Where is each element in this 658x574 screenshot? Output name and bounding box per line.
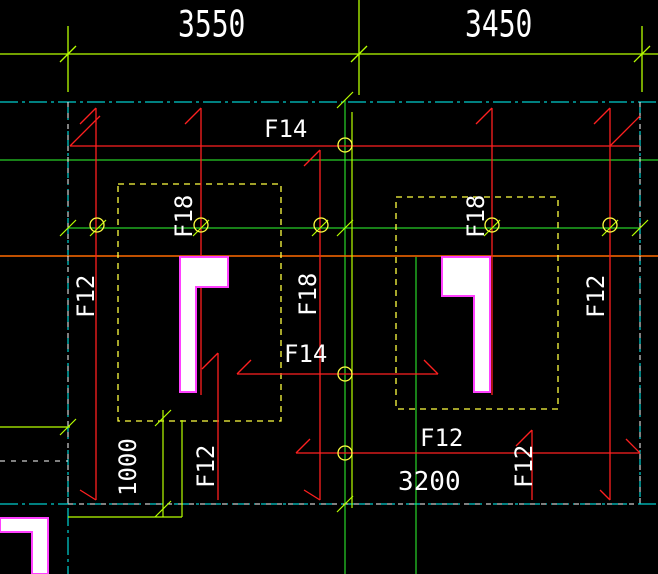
label-f14-top: F14 bbox=[264, 115, 307, 143]
label-f18-right: F18 bbox=[462, 195, 490, 238]
axis-ticks bbox=[59, 91, 649, 513]
label-f12-bottom-left: F12 bbox=[192, 445, 220, 488]
dim-1000-line bbox=[0, 409, 183, 518]
column-right bbox=[441, 256, 491, 393]
opening-box-right bbox=[395, 196, 559, 410]
label-f18-left: F18 bbox=[170, 195, 198, 238]
label-f12-right: F12 bbox=[582, 275, 610, 318]
column-left bbox=[179, 256, 229, 393]
top-dimension-line bbox=[0, 0, 658, 95]
grid-lines bbox=[0, 100, 658, 574]
label-f18-center: F18 bbox=[294, 273, 322, 316]
dim-3450: 3450 bbox=[465, 3, 532, 46]
label-f14-mid: F14 bbox=[284, 340, 327, 368]
label-f12-bottom-mid: F12 bbox=[420, 424, 463, 452]
rebar-lines bbox=[69, 107, 641, 501]
dim-3550: 3550 bbox=[178, 3, 245, 46]
rebar-section-circles bbox=[89, 137, 618, 461]
dim-3200: 3200 bbox=[398, 467, 461, 497]
column-bottom-left bbox=[0, 517, 49, 574]
dim-1000: 1000 bbox=[114, 438, 142, 496]
label-f12-left: F12 bbox=[72, 275, 100, 318]
opening-box-left bbox=[117, 183, 282, 422]
label-f12-bottom-right: F12 bbox=[510, 445, 538, 488]
